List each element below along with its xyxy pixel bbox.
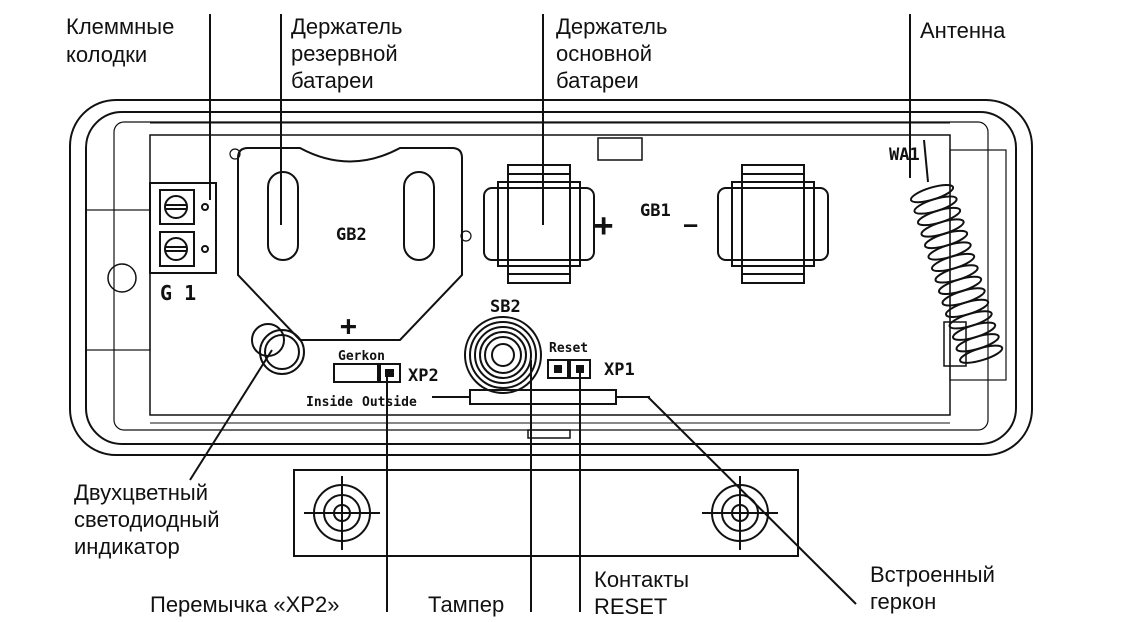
backup-battery-holder <box>237 147 463 341</box>
label-gb2-plus: + <box>340 309 357 342</box>
label-gerkon: Gerkon <box>338 349 385 364</box>
callout-antenna: Антенна <box>920 18 1006 43</box>
led-indicator <box>251 323 305 375</box>
magnet-part <box>293 469 799 557</box>
leader-lines <box>189 14 911 612</box>
label-gb2: GB2 <box>336 225 367 245</box>
label-xp1: XP1 <box>604 360 635 380</box>
callout-led-indicator: Двухцветный светодиодный индикатор <box>74 480 226 559</box>
callout-main-battery-holder: Держатель основной батареи <box>556 14 674 93</box>
label-xp2: XP2 <box>408 366 439 386</box>
label-wa1: WA1 <box>889 145 920 165</box>
callout-terminal-blocks: Клеммные колодки <box>66 14 180 67</box>
label-sb2: SB2 <box>490 297 521 317</box>
label-gb1-minus: — <box>684 213 698 238</box>
label-outside: Outside <box>362 395 417 410</box>
terminal-block <box>149 182 217 274</box>
callout-reset-contacts: Контакты RESET <box>594 567 695 619</box>
label-gb1-plus: + <box>594 206 613 244</box>
tamper-switch <box>464 316 542 394</box>
callout-reed-switch: Встроенный геркон <box>870 562 1001 614</box>
reset-contacts <box>547 359 591 379</box>
reed-switch <box>432 389 650 405</box>
callout-jumper-xp2: Перемычка «XP2» <box>150 592 339 617</box>
label-g1: G 1 <box>160 281 196 305</box>
jumper-xp2 <box>333 363 401 383</box>
label-reset: Reset <box>549 341 588 356</box>
label-inside: Inside <box>306 395 353 410</box>
callout-backup-battery-holder: Держатель резервной батареи <box>291 14 409 93</box>
antenna-coil <box>909 139 1004 367</box>
callout-tamper: Тампер <box>428 592 504 617</box>
label-gb1: GB1 <box>640 201 671 221</box>
housing-outline <box>69 99 1033 456</box>
main-battery-contact-minus <box>717 164 829 284</box>
main-battery-contact-plus <box>483 164 595 284</box>
